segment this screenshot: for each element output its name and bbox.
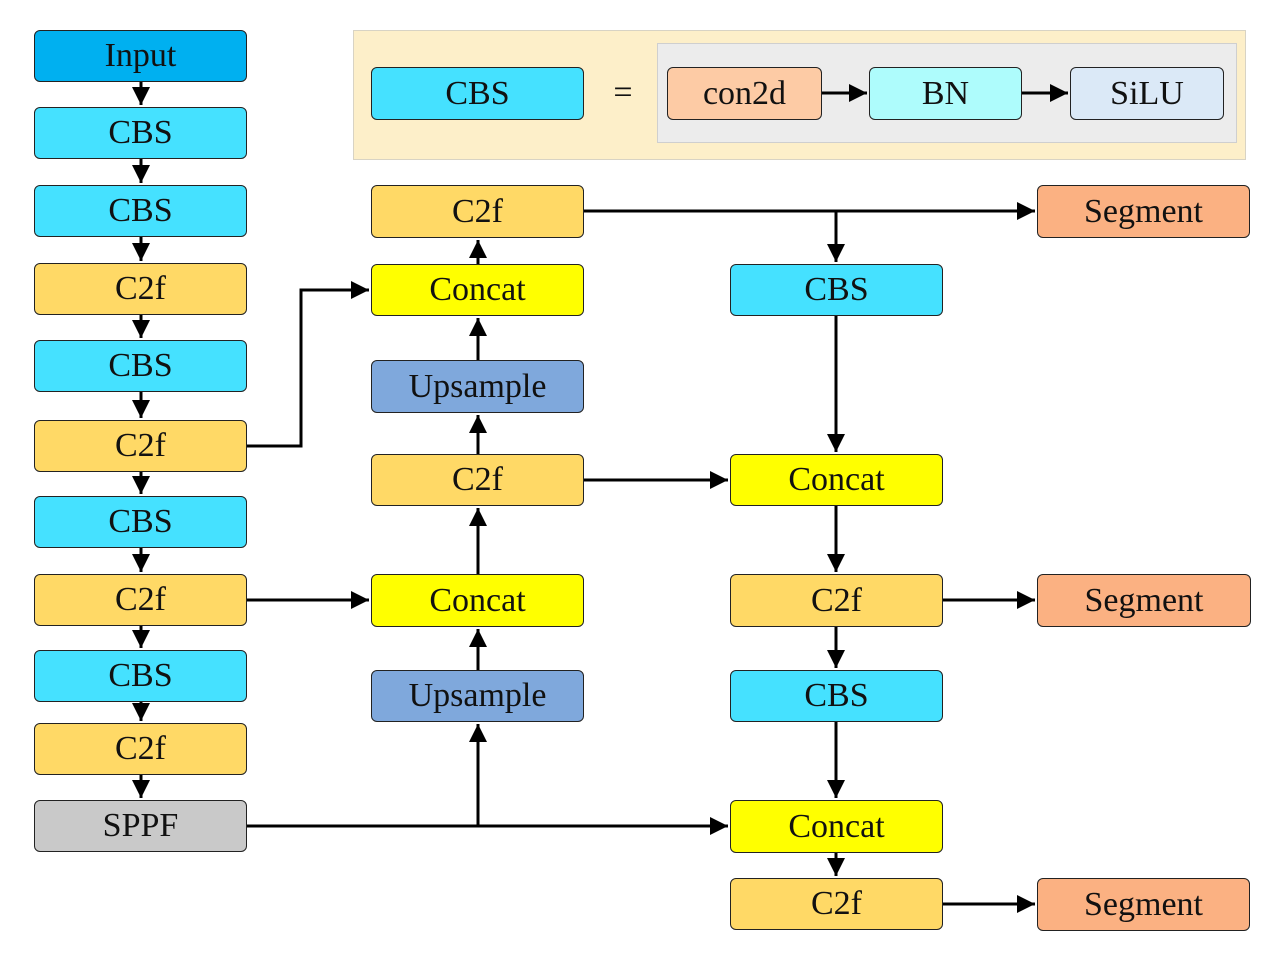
neck-c2f-node-middle: C2f [371, 454, 584, 506]
backbone-c2f-node-2: C2f [34, 420, 247, 472]
backbone-cbs-node-5: CBS [34, 650, 247, 702]
neck-upsample-node-top: Upsample [371, 360, 584, 413]
legend-bn-block: BN [869, 67, 1022, 120]
legend-cbs-block: CBS [371, 67, 584, 120]
pan-c2f-node-2: C2f [730, 878, 943, 930]
legend-equals-sign: = [613, 74, 633, 111]
segment-head-3: Segment [1037, 878, 1250, 931]
backbone-c2f-node-4: C2f [34, 723, 247, 775]
neck-concat-node-bottom: Concat [371, 574, 584, 627]
segment-head-1: Segment [1037, 185, 1250, 238]
backbone-cbs-node-4: CBS [34, 496, 247, 548]
arrow-backbone-c2f2-to-neck-concat-top [247, 281, 369, 448]
pan-concat-node-2: Concat [730, 800, 943, 853]
backbone-c2f-node-3: C2f [34, 574, 247, 626]
pan-c2f-node-1: C2f [730, 574, 943, 627]
backbone-cbs-node-2: CBS [34, 185, 247, 237]
backbone-sppf-node: SPPF [34, 800, 247, 852]
neck-concat-node-top: Concat [371, 264, 584, 316]
backbone-input-node: Input [34, 30, 247, 82]
neck-c2f-node-top: C2f [371, 185, 584, 238]
legend-silu-block: SiLU [1070, 67, 1224, 120]
pan-cbs-node-2: CBS [730, 670, 943, 722]
pan-cbs-node-1: CBS [730, 264, 943, 316]
neck-upsample-node-bottom: Upsample [371, 670, 584, 722]
backbone-c2f-node-1: C2f [34, 263, 247, 315]
segment-head-2: Segment [1037, 574, 1251, 627]
backbone-cbs-node-3: CBS [34, 340, 247, 392]
pan-concat-node-1: Concat [730, 454, 943, 506]
legend-con2d-block: con2d [667, 67, 822, 120]
backbone-cbs-node-1: CBS [34, 107, 247, 159]
